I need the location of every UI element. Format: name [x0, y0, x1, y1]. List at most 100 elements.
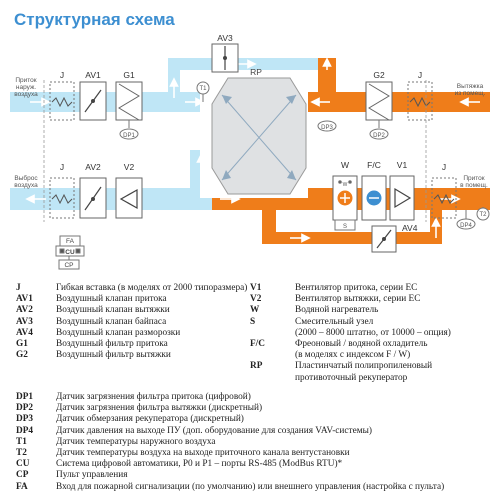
av1-label: AV1 — [85, 70, 101, 80]
legend-text: Датчик обмерзания рекуператора (дискретн… — [56, 414, 244, 425]
sensor-dp4 — [456, 210, 476, 230]
svg-text:Вытяжка: Вытяжка — [457, 83, 484, 90]
legend-text: (в моделях с индексом F / W) — [295, 350, 411, 361]
legend-text: Вентилятор вытяжки, серии EC — [295, 294, 421, 305]
legend-key: CU — [16, 459, 30, 470]
legend-key: V2 — [250, 294, 262, 305]
component-j3 — [49, 177, 75, 219]
svg-text:воздуха: воздуха — [14, 91, 38, 98]
legend-key: J — [16, 283, 21, 293]
legend-key: AV2 — [16, 305, 33, 316]
legend-text: Гибкая вставка (в моделях от 2000 типора… — [56, 283, 248, 293]
svg-text:наруж.: наруж. — [16, 84, 36, 91]
sensor-t1 — [196, 81, 210, 102]
dp2-label: DP2 — [373, 133, 385, 139]
page-title: Структурная схема — [14, 10, 175, 29]
component-s — [334, 180, 356, 231]
legend-text: Воздушный клапан вытяжки — [56, 305, 170, 316]
svg-text:Выброс: Выброс — [14, 174, 38, 182]
legend-text: Вентилятор притока, серии EC — [295, 283, 418, 293]
svg-text:воздуха: воздуха — [14, 182, 38, 189]
supply-room-duct — [285, 188, 490, 210]
sensor-dp3 — [317, 120, 337, 132]
w-label: W — [341, 160, 349, 170]
legend-key: DP1 — [16, 392, 34, 402]
exhaust-intake-duct — [305, 92, 490, 112]
w-small-label: W — [343, 182, 348, 188]
component-w — [332, 175, 358, 221]
component-av1 — [79, 81, 107, 121]
legend-row: F/C Фреоновый / водяной охладитель — [250, 339, 495, 350]
av4-label: AV4 — [402, 223, 418, 233]
component-j4 — [431, 177, 457, 219]
legend-text: Датчик температуры воздуха на выходе при… — [56, 448, 350, 459]
av3-label: AV3 — [217, 33, 233, 43]
legend-text: Водяной нагреватель — [295, 305, 379, 316]
recuperator-rp — [200, 72, 308, 198]
legend-row: (2000 – 8000 штатно, от 10000 – опция) — [250, 328, 495, 339]
cu-label: CU — [65, 249, 75, 256]
legend-text: Воздушный клапан притока — [56, 294, 167, 305]
legend-row: противоточный рекуператор — [250, 373, 495, 384]
t2-label: T2 — [479, 212, 487, 218]
legend-text: Датчик давления на выходе ПУ (доп. обору… — [56, 425, 372, 436]
discharge-duct — [10, 188, 210, 210]
legend-row: J Гибкая вставка (в моделях от 2000 типор… — [16, 283, 247, 294]
legend-text: Воздушный клапан разморозки — [56, 327, 181, 338]
fc-label: F/C — [367, 160, 381, 170]
legend-components-left: J Гибкая вставка (в моделях от 2000 типор… — [16, 283, 247, 361]
legend-text: Датчик загрязнения фильтра вытяжки (диск… — [56, 403, 263, 414]
j2-label: J — [418, 70, 422, 80]
legend-text: Воздушный клапан байпаса — [56, 316, 167, 327]
av2-label: AV2 — [85, 162, 101, 172]
legend-key: T1 — [16, 436, 27, 447]
component-g2 — [365, 81, 393, 121]
component-v2 — [115, 177, 143, 219]
legend-key — [250, 373, 295, 384]
fa-label: FA — [66, 238, 75, 245]
legend-text: Пульт управления — [56, 470, 128, 481]
legend-text: Вход для пожарной сигнализации (по умолч… — [56, 481, 445, 492]
legend-text: противоточный рекуператор — [295, 372, 408, 383]
legend-key: F/C — [250, 339, 265, 350]
control-unit-cu — [55, 235, 85, 270]
legend-key: AV4 — [16, 327, 33, 338]
s-label: S — [343, 224, 347, 230]
component-v1 — [389, 175, 415, 221]
legend-key: W — [250, 305, 260, 316]
legend-text: Пластинчатый полипропиленовый — [295, 361, 433, 372]
j3-label: J — [60, 162, 64, 172]
legend-key — [250, 350, 295, 361]
legend-key: G1 — [16, 339, 28, 350]
svg-text:Приток: Приток — [15, 77, 36, 84]
sensor-dp2 — [369, 120, 389, 140]
sensor-t2 — [476, 207, 490, 221]
exhaust-in-label: Вытяжка из помещ. — [455, 83, 486, 97]
g2-label: G2 — [373, 70, 385, 80]
legend-key: DP4 — [16, 425, 34, 436]
j1-label: J — [60, 70, 64, 80]
svg-text:в помещ.: в помещ. — [460, 182, 488, 189]
legend-key: G2 — [16, 350, 28, 361]
legend-text: Смесительный узел — [295, 316, 374, 327]
component-j1 — [49, 81, 75, 121]
component-av2 — [79, 177, 107, 219]
legend-text: Фреоновый / водяной охладитель — [295, 339, 428, 350]
v1-label: V1 — [397, 160, 408, 170]
legend-text: (2000 – 8000 штатно, от 10000 – опция) — [295, 327, 451, 338]
dp4-label: DP4 — [460, 223, 472, 229]
unit-boundary — [43, 80, 427, 222]
t1-label: T1 — [199, 86, 207, 92]
